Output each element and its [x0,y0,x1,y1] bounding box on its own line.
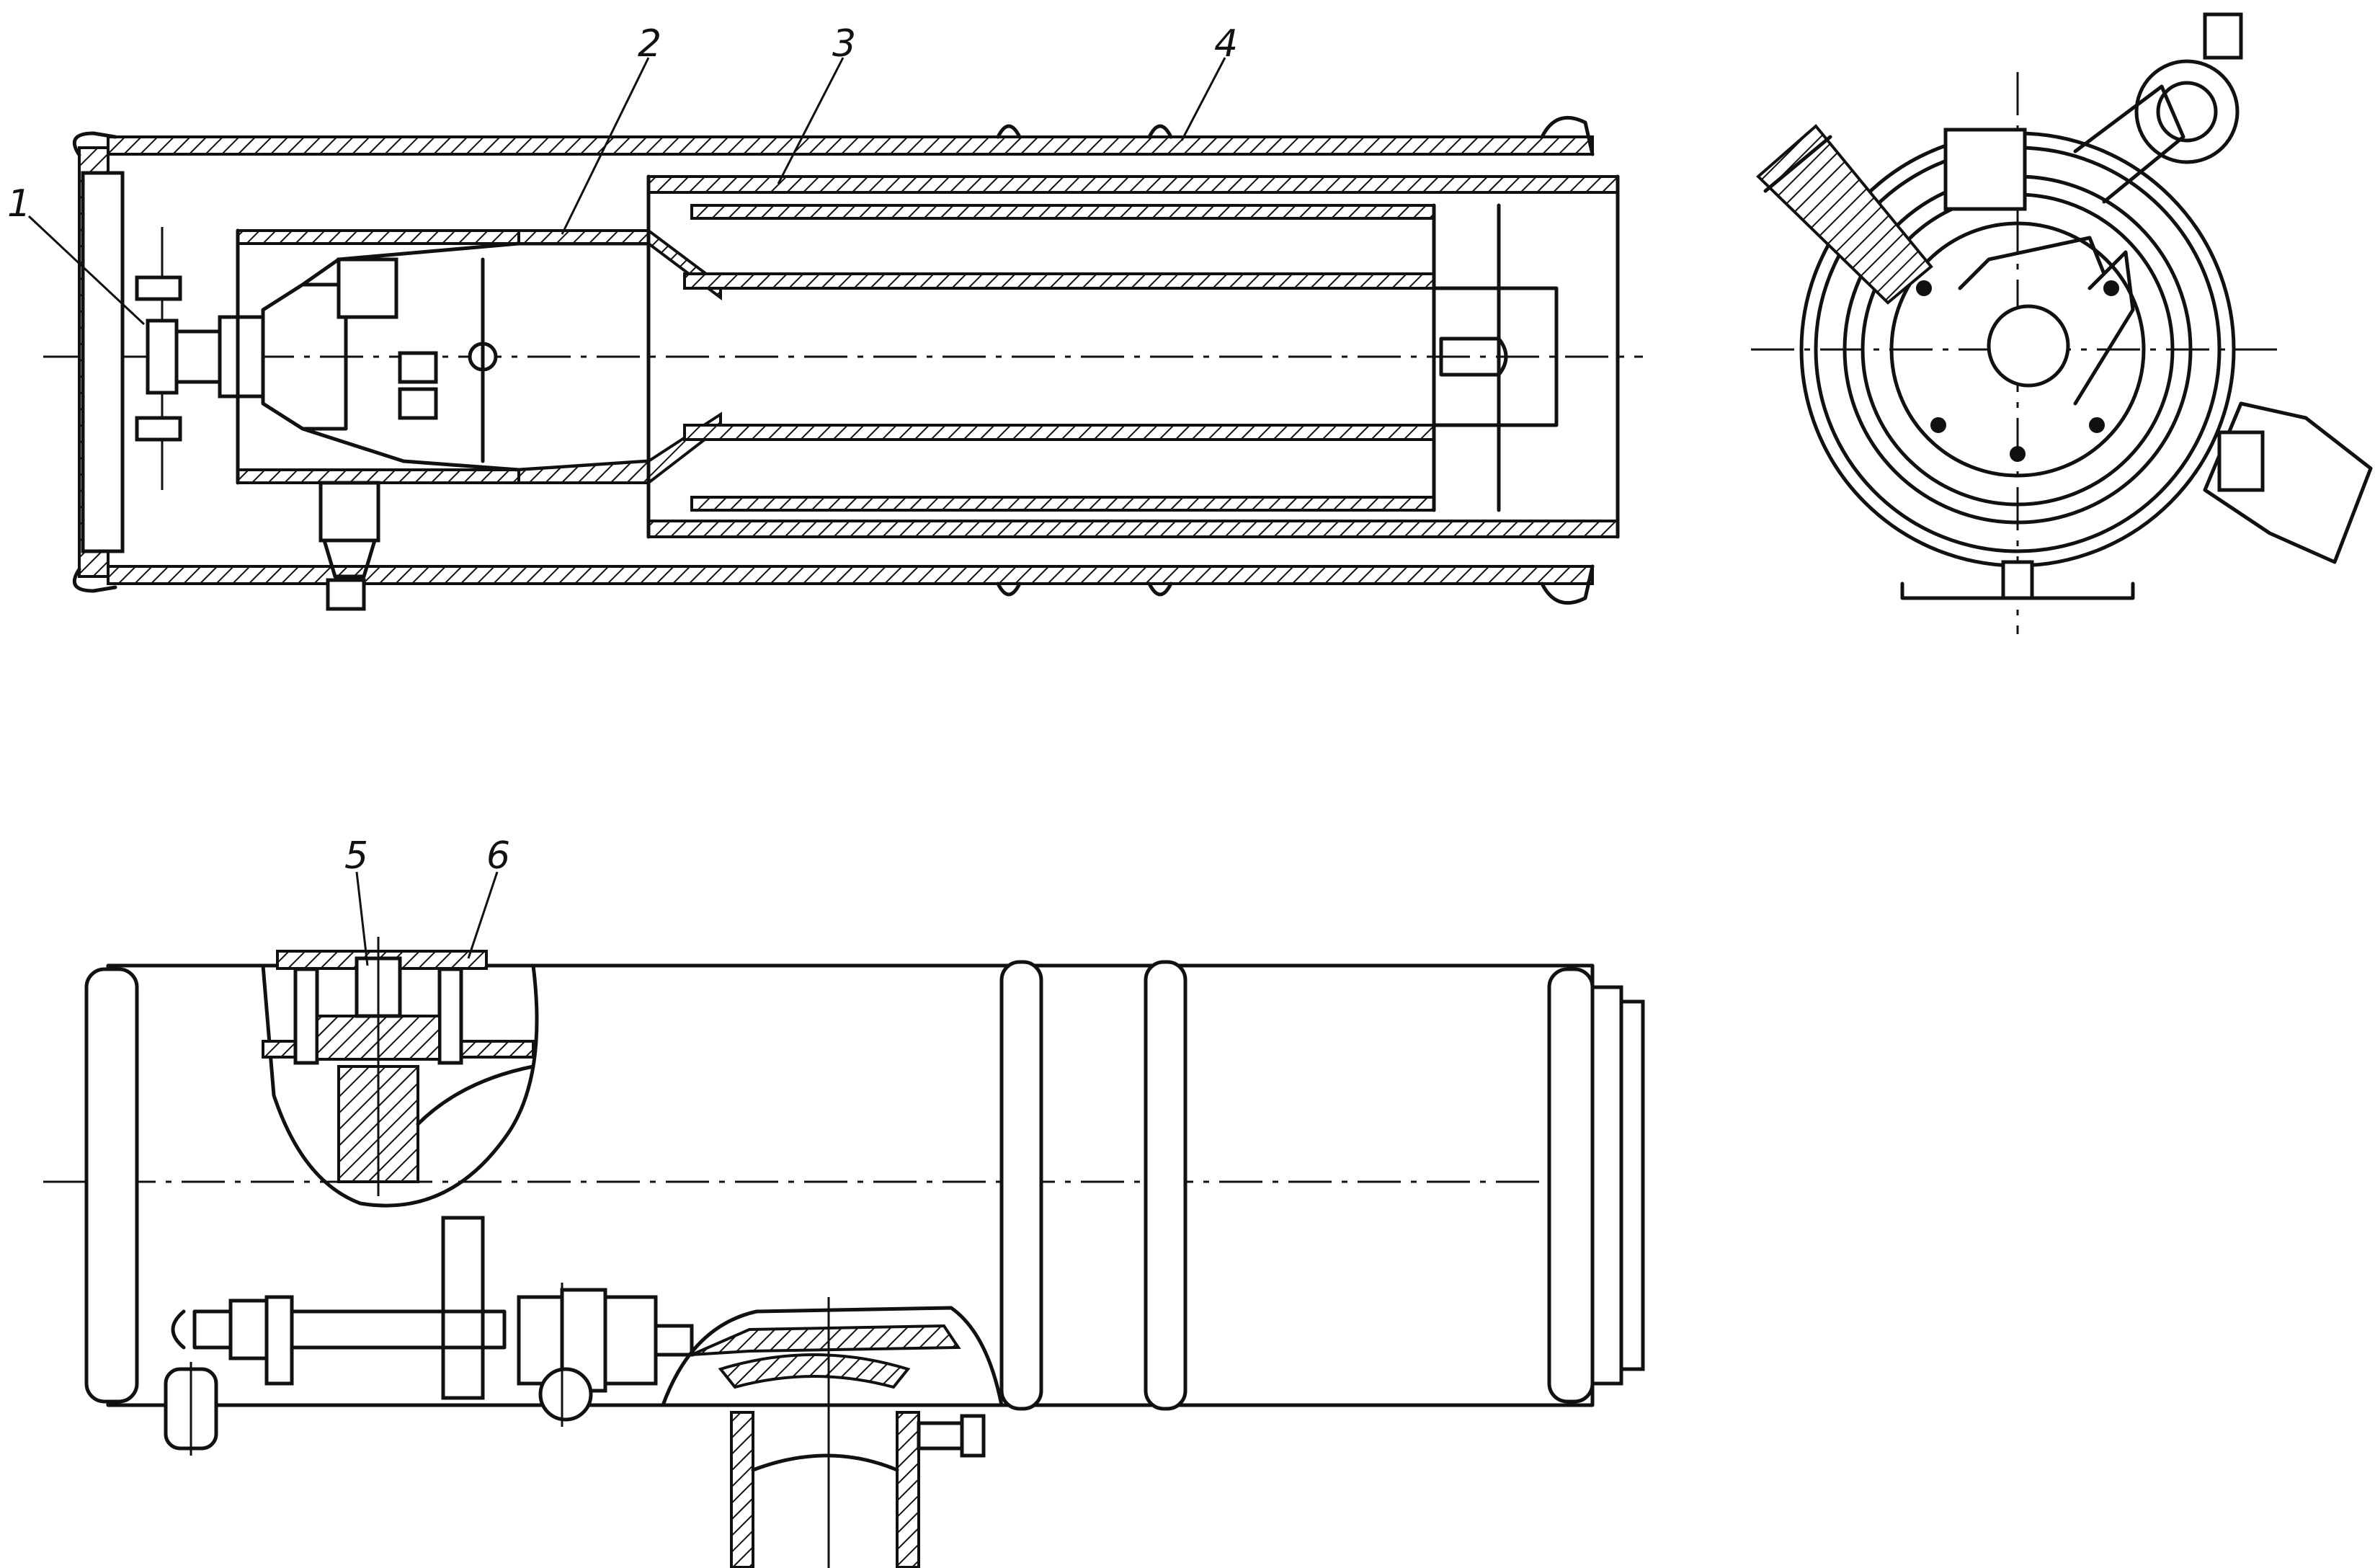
external-side-view: 5 6 [43,834,1645,1568]
callouts-top: 1 2 3 4 [7,22,1238,326]
longitudinal-section-view: 1 2 3 4 [7,22,1643,611]
callout-1: 1 [7,182,31,226]
fuel-line-assembly [164,1216,694,1456]
callout-4: 4 [1214,22,1238,66]
callout-2: 2 [638,22,661,66]
callout-6: 6 [486,834,510,878]
callout-5: 5 [344,834,368,878]
valve-cutaway: 5 6 [261,834,539,1208]
end-view [1751,12,2373,634]
heat-exchanger [646,174,1620,539]
callout-3: 3 [832,22,856,66]
outlet-elbow [661,1297,1004,1568]
outer-casing-top-wall [107,135,1594,156]
burner-assembly [135,227,348,490]
